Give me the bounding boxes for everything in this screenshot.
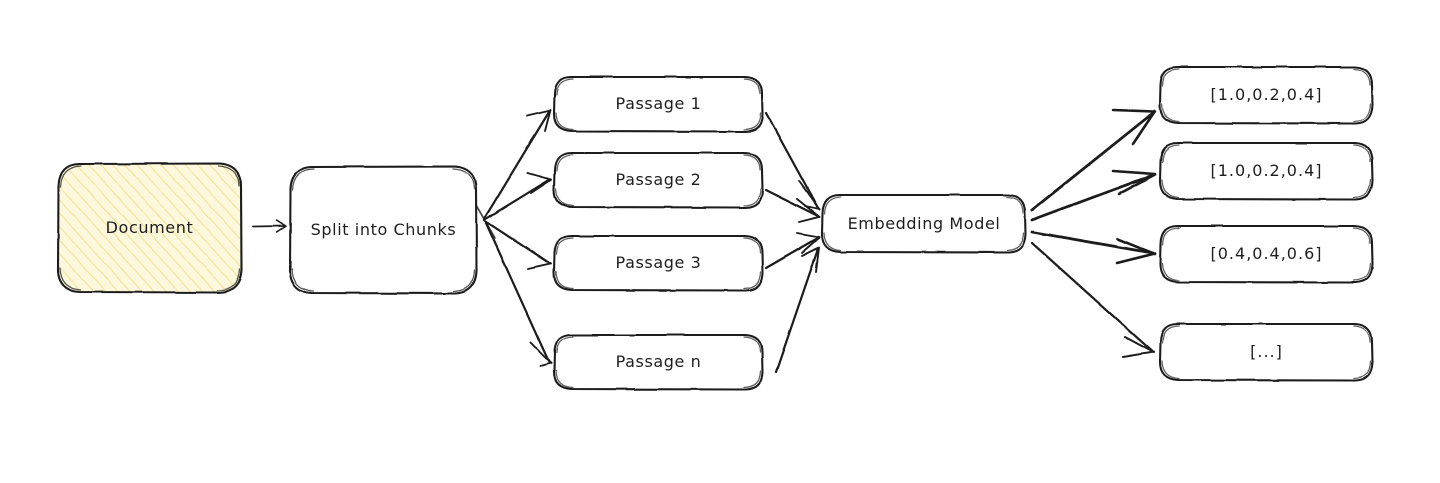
arrow-passages-fan-in xyxy=(764,111,821,374)
node-passage-2-shape[interactable] xyxy=(552,151,764,209)
node-vector-3-shape[interactable] xyxy=(1158,224,1374,284)
node-split-shape[interactable] xyxy=(288,165,478,295)
node-document-shape[interactable] xyxy=(56,162,243,294)
arrow-embedding-fan-out xyxy=(1030,108,1157,358)
arrow-split-fan-out xyxy=(475,109,552,367)
node-passage-3-shape[interactable] xyxy=(552,234,764,292)
node-embedding-model-shape[interactable] xyxy=(820,193,1027,254)
node-passage-n-shape[interactable] xyxy=(552,333,764,391)
node-vector-4-shape[interactable] xyxy=(1158,322,1374,382)
node-vector-1-shape[interactable] xyxy=(1158,65,1374,125)
node-vector-2-shape[interactable] xyxy=(1158,141,1374,201)
node-passage-1-shape[interactable] xyxy=(552,75,764,133)
arrow-document-to-split xyxy=(252,219,287,233)
